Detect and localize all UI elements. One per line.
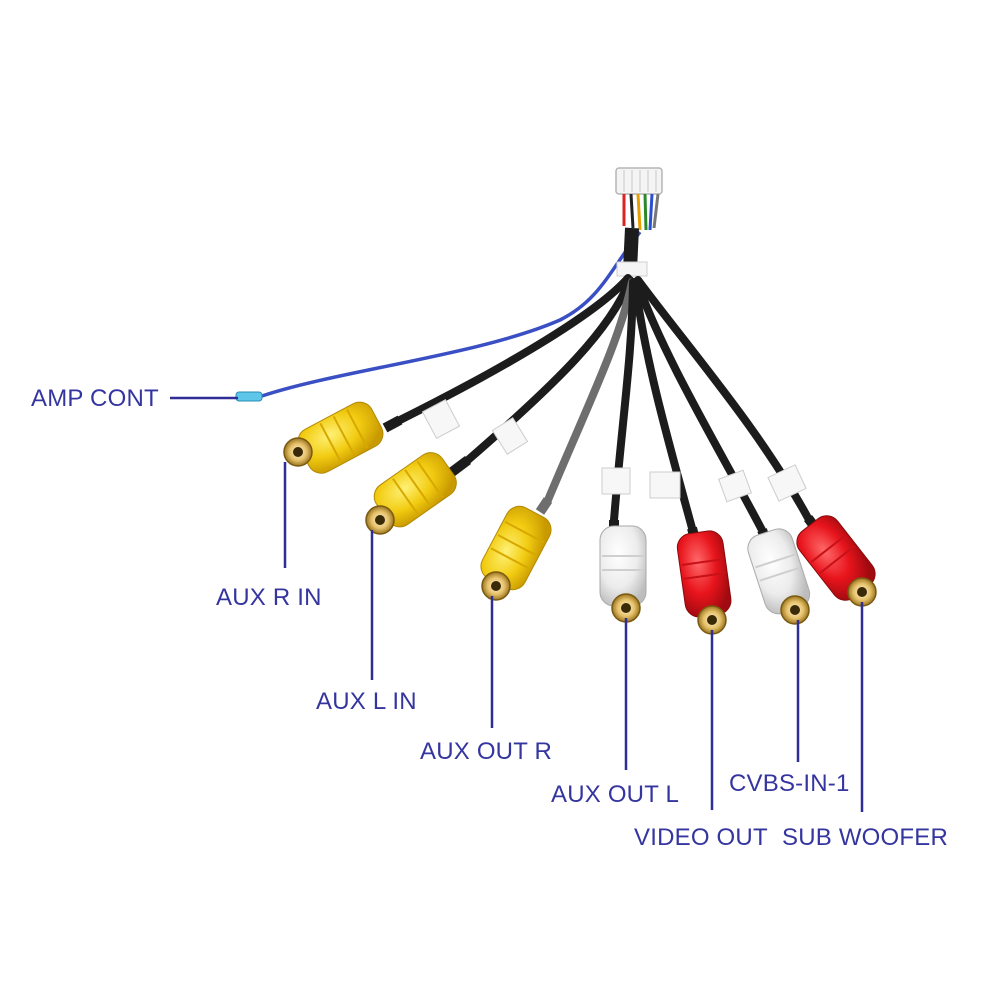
label-video-out: VIDEO OUT [634, 824, 768, 851]
cable-tags [421, 398, 807, 503]
rca-plug-aux-out-r [480, 497, 553, 601]
rca-plug-aux-l-in [365, 452, 471, 535]
label-sub-woofer: SUB WOOFER [782, 824, 949, 851]
rca-plug-sub-woofer [796, 515, 877, 607]
label-aux-out-r: AUX OUT R [420, 738, 553, 765]
rca-plug-video-out [676, 526, 732, 635]
blue-wire-terminal-icon [235, 391, 263, 402]
label-aux-r-in: AUX R IN [216, 584, 322, 611]
leader-lines [170, 396, 864, 812]
harness-connector-icon [615, 167, 663, 231]
rca-plug-aux-r-in [283, 401, 403, 474]
rca-plug-aux-out-l [599, 520, 647, 623]
label-cvbs-in-1: CVBS-IN-1 [729, 770, 850, 797]
rca-plug-cvbs-in-1 [747, 528, 811, 625]
label-aux-out-l: AUX OUT L [551, 781, 680, 808]
amp-cont-wire [261, 230, 642, 398]
cable-bundle [616, 227, 648, 277]
label-aux-l-in: AUX L IN [316, 688, 417, 715]
label-amp-cont: AMP CONT [31, 385, 159, 412]
